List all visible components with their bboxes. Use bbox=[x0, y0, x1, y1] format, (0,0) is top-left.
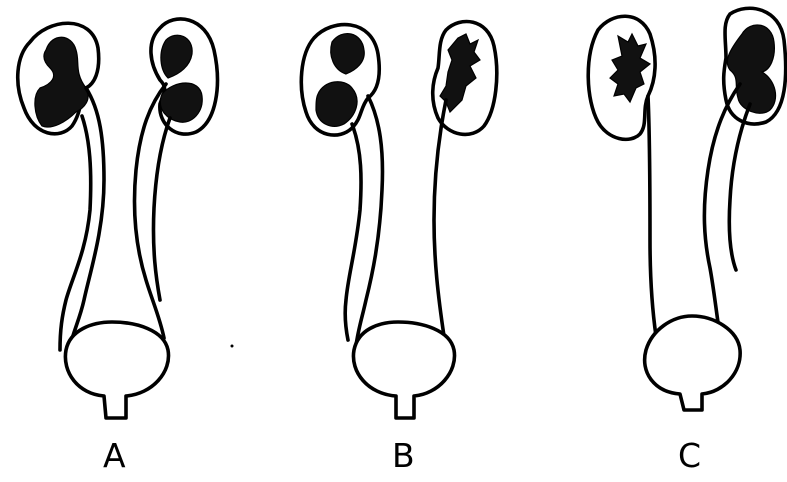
panel-c bbox=[588, 8, 785, 410]
panel-b-left-kidney bbox=[301, 25, 379, 136]
panel-a bbox=[18, 19, 218, 418]
panel-a-label: A bbox=[103, 436, 126, 475]
panel-a-bladder bbox=[65, 322, 168, 418]
panel-a-left-kidney bbox=[18, 23, 99, 134]
panel-c-right-kidney bbox=[724, 8, 786, 124]
speck-mark bbox=[231, 345, 234, 348]
panel-b-label: B bbox=[392, 436, 415, 475]
panel-a-right-kidney bbox=[151, 19, 217, 134]
panel-c-left-kidney bbox=[588, 16, 655, 139]
panel-b-bladder bbox=[353, 322, 454, 418]
panel-c-label: C bbox=[678, 436, 701, 475]
panel-b bbox=[301, 22, 496, 418]
panel-c-bladder bbox=[645, 316, 741, 410]
